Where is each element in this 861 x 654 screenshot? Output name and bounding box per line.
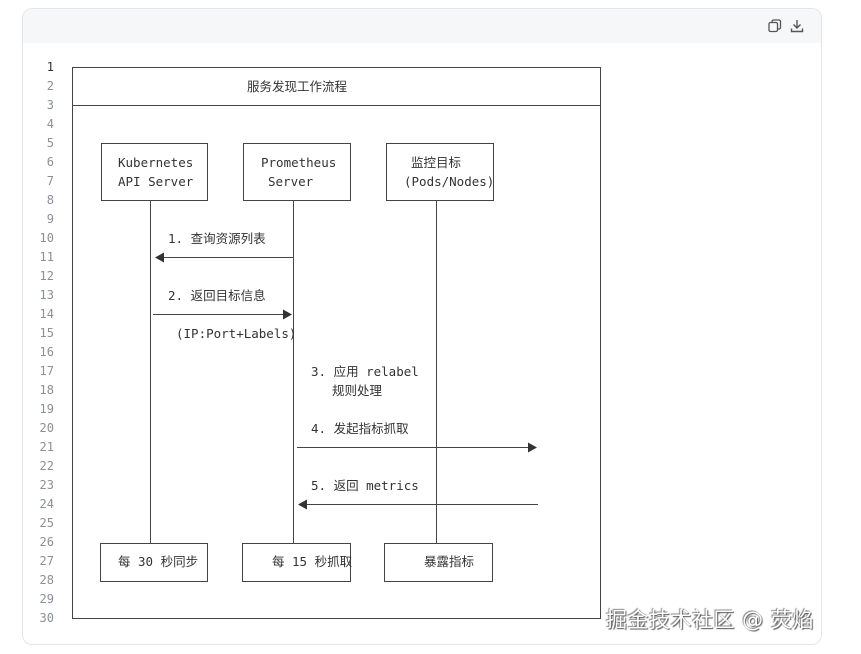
line-number: 16 — [39, 345, 54, 359]
line-number: 26 — [39, 535, 54, 549]
arrowhead-1 — [155, 252, 164, 263]
line-number: 23 — [39, 478, 54, 492]
prometheus-footer-box — [242, 543, 351, 582]
arrowhead-5 — [298, 499, 307, 510]
line-number: 30 — [39, 611, 54, 625]
line-number: 21 — [39, 440, 54, 454]
step-3-label-2: 规则处理 — [332, 383, 383, 398]
code-block — [22, 8, 822, 645]
line-number: 4 — [46, 117, 54, 131]
arrowhead-2 — [283, 309, 292, 320]
line-number: 29 — [39, 592, 54, 606]
diagram-title: 服务发现工作流程 — [247, 79, 348, 94]
download-icon[interactable] — [789, 18, 805, 34]
line-number: 9 — [46, 212, 54, 226]
step-5-label: 5. 返回 metrics — [311, 478, 419, 493]
line-number: 24 — [39, 497, 54, 511]
line-number: 10 — [39, 231, 54, 245]
line-number: 14 — [39, 307, 54, 321]
step-3-label: 3. 应用 relabel — [311, 364, 419, 379]
arrowhead-4 — [528, 442, 537, 453]
prometheus-label-1: Prometheus — [261, 155, 337, 170]
line-number: 8 — [46, 193, 54, 207]
line-number: 13 — [39, 288, 54, 302]
prometheus-label-2: Server — [268, 174, 314, 189]
target-label-2: (Pods/Nodes) — [404, 174, 495, 189]
line-number: 27 — [39, 554, 54, 568]
line-number: 7 — [46, 174, 54, 188]
code-block-header — [23, 9, 821, 43]
line-number: 3 — [46, 98, 54, 112]
line-number: 1 — [46, 60, 54, 74]
k8s-label-2: API Server — [118, 174, 194, 189]
target-footer-label: 暴露指标 — [424, 554, 475, 569]
line-number: 17 — [39, 364, 54, 378]
line-number: 5 — [46, 136, 54, 150]
line-number: 20 — [39, 421, 54, 435]
line-number: 15 — [39, 326, 54, 340]
target-label-1: 监控目标 — [411, 155, 462, 170]
step-1-label: 1. 查询资源列表 — [168, 231, 266, 246]
k8s-footer-box — [100, 543, 208, 582]
line-number: 25 — [39, 516, 54, 530]
line-number: 6 — [46, 155, 54, 169]
watermark: 掘金技术社区 @ 荧焰 — [606, 608, 814, 632]
target-box — [386, 143, 494, 201]
prometheus-box — [243, 143, 351, 201]
line-number: 19 — [39, 402, 54, 416]
line-number: 12 — [39, 269, 54, 283]
prometheus-footer-label: 每 15 秒抓取 — [272, 554, 353, 569]
step-2-note: (IP:Port+Labels) — [176, 326, 297, 341]
step-2-label: 2. 返回目标信息 — [168, 288, 266, 303]
outer-frame — [72, 67, 601, 619]
k8s-label-1: Kubernetes — [118, 155, 194, 170]
line-number: 22 — [39, 459, 54, 473]
line-number: 18 — [39, 383, 54, 397]
copy-icon[interactable] — [767, 18, 783, 34]
k8s-footer-label: 每 30 秒同步 — [118, 554, 199, 569]
target-footer-box — [384, 543, 493, 582]
line-number: 28 — [39, 573, 54, 587]
line-number: 2 — [46, 79, 54, 93]
line-number: 11 — [39, 250, 54, 264]
k8s-box — [101, 143, 208, 201]
step-4-label: 4. 发起指标抓取 — [311, 421, 409, 436]
